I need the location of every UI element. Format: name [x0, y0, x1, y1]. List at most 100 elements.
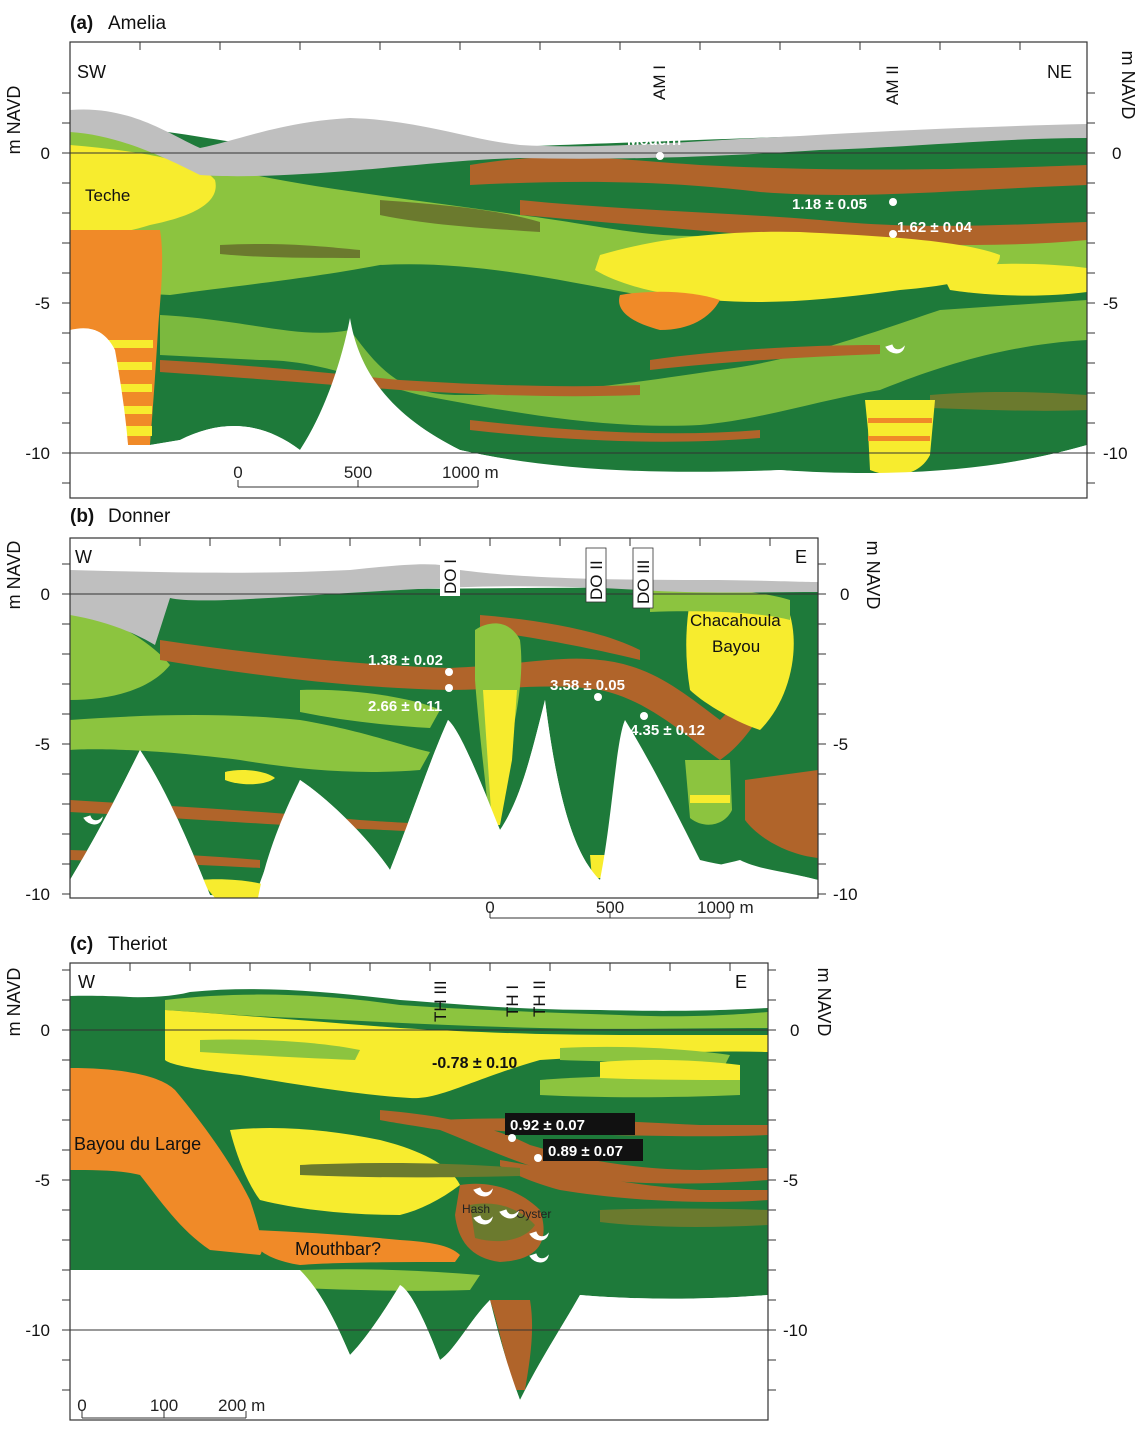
panel-a-modern-gray — [70, 109, 1087, 177]
panel-b-dir-left: W — [75, 547, 92, 567]
panel-c-shell-icon-5 — [529, 1253, 549, 1263]
panel-b-name: Donner — [108, 506, 171, 527]
panel-a-date-2: 1.62 ± 0.04 — [897, 219, 973, 236]
panel-a-scale-1000: 1000 m — [442, 463, 499, 482]
panel-a-scale-500: 500 — [344, 463, 372, 482]
panel-a-ylabel-right: m NAVD — [1118, 51, 1138, 120]
panel-a-sample-2 — [889, 230, 897, 238]
panel-a-core-ami: AM I — [650, 65, 669, 100]
panel-a-lower-light-green — [160, 300, 1087, 426]
panel-b-x-ticks — [139, 538, 771, 546]
panel-b-doi-yellow — [483, 690, 517, 825]
panel-c-left-dark — [70, 995, 165, 1068]
panel-a-teche-yellow — [70, 145, 216, 234]
panel-a-stripe-5 — [124, 426, 152, 436]
panel-b-right-brown — [745, 770, 818, 858]
panel-a-label-teche: Teche — [85, 186, 130, 205]
panel-a-ytick-right-0: 0 — [1112, 144, 1121, 163]
panel-a-ytick-right-10: -10 — [1103, 444, 1128, 463]
panel-a-dir-right: NE — [1047, 62, 1072, 82]
panel-a-amii-stripe-1 — [868, 418, 932, 423]
panel-c-ylabel-right: m NAVD — [814, 968, 834, 1037]
panel-b-yellow-lens — [225, 770, 275, 785]
panel-c-x-ticks — [129, 963, 731, 971]
panel-b-light-green-left — [70, 600, 170, 700]
panel-a-ytick-left-0: 0 — [41, 144, 50, 163]
panel-b-light-green-mid — [70, 715, 430, 772]
panel-c-date-2: 0.92 ± 0.07 — [510, 1117, 585, 1134]
panel-b-scale-0: 0 — [485, 898, 494, 917]
panel-b-sample-3 — [594, 693, 602, 701]
panel-c-shell-icon-3 — [499, 1209, 519, 1219]
panel-c-mouthbar — [255, 1230, 460, 1265]
panel-a-section — [70, 109, 1087, 498]
panel-a: (a) Amelia — [4, 13, 1138, 499]
panel-a-stripe-2 — [112, 362, 152, 370]
panel-b-scale-500: 500 — [596, 898, 624, 917]
panel-b: (b) Donner — [4, 506, 883, 919]
panel-c-core-thi: TH I — [503, 985, 522, 1017]
panel-a-olive-band-1 — [380, 200, 540, 232]
panel-a-scale-0: 0 — [233, 463, 242, 482]
panel-b-core-doi: DO I — [441, 559, 460, 594]
panel-b-brown-band — [160, 640, 790, 760]
panel-b-ytick-right-5: -5 — [833, 735, 848, 754]
panel-a-letter: (a) — [70, 13, 93, 34]
panel-a-yellow-lens — [595, 231, 1000, 302]
panel-a-basement-left — [70, 328, 128, 445]
panel-a-ytick-left-10: -10 — [25, 444, 50, 463]
panel-a-y-ticks-left — [62, 92, 70, 484]
panel-b-basement-1 — [70, 750, 210, 895]
panel-c-ytick-right-0: 0 — [790, 1021, 799, 1040]
panel-c-sample-3 — [534, 1154, 542, 1162]
panel-c-ytick-left-10: -10 — [25, 1321, 50, 1340]
panel-b-yellow-bottom — [200, 879, 265, 898]
panel-b-ytick-right-0: 0 — [840, 585, 849, 604]
panel-a-olive-low — [930, 391, 1087, 411]
panel-c-section — [70, 989, 768, 1420]
panel-b-ylabel-left: m NAVD — [4, 541, 24, 610]
panel-c-shell-icon-1 — [473, 1187, 493, 1197]
panel-b-core-doi-box — [440, 544, 460, 596]
panel-b-chacahoula-green — [650, 589, 790, 620]
panel-a-stripe-3 — [116, 384, 152, 392]
panel-b-sample-4 — [640, 712, 648, 720]
panel-a-brown-low-3 — [470, 420, 760, 442]
panel-b-ytick-right-10: -10 — [833, 885, 858, 904]
panel-b-light-green-mid2 — [300, 689, 440, 728]
panel-c-shell-icon-4 — [529, 1231, 549, 1241]
panel-b-core-doii: DO II — [587, 560, 606, 600]
panel-c-top-yellow — [165, 1010, 768, 1099]
panel-b-brown-band-2 — [480, 615, 640, 660]
panel-c-y-ticks-left — [62, 969, 70, 1391]
panel-c-top-green — [165, 994, 768, 1029]
panel-c-bayou-du-large — [70, 1068, 262, 1255]
panel-c-ytick-left-0: 0 — [41, 1021, 50, 1040]
panel-c-olive-1 — [300, 1163, 520, 1178]
panel-b-section — [70, 564, 818, 898]
panel-c-ytick-left-5: -5 — [35, 1171, 50, 1190]
panel-b-sample-1 — [445, 668, 453, 676]
panel-a-stripe-4 — [120, 406, 152, 414]
panel-a-ylabel-left: m NAVD — [4, 86, 24, 155]
panel-b-basement-2 — [258, 700, 818, 898]
panel-b-date-1: 1.38 ± 0.02 — [368, 652, 443, 669]
panel-a-sample-modern — [656, 152, 664, 160]
panel-a-olive-band-2 — [220, 243, 360, 258]
panel-b-ytick-left-5: -5 — [35, 735, 50, 754]
panel-b-chacahoula-yellow — [686, 599, 794, 730]
panel-b-core-doiii-box — [632, 547, 654, 609]
panel-c-brown-dip-2 — [500, 1160, 768, 1202]
panel-b-shell-icon — [83, 815, 103, 825]
panel-c-dir-left: W — [78, 972, 95, 992]
panel-c-core-thiii: TH III — [431, 980, 450, 1022]
panel-a-dir-left: SW — [77, 62, 106, 82]
panel-c-date-2-box — [505, 1113, 635, 1135]
panel-b-ylabel-right: m NAVD — [863, 541, 883, 610]
panel-a-ytick-right-5: -5 — [1103, 294, 1118, 313]
panel-c-scale-bar: 0 100 200 m — [77, 1396, 265, 1419]
panel-a-sample-1 — [889, 198, 897, 206]
panel-b-frame — [69, 537, 819, 899]
panel-a-basement-2 — [150, 426, 300, 460]
panel-c-low-green — [300, 1269, 480, 1291]
